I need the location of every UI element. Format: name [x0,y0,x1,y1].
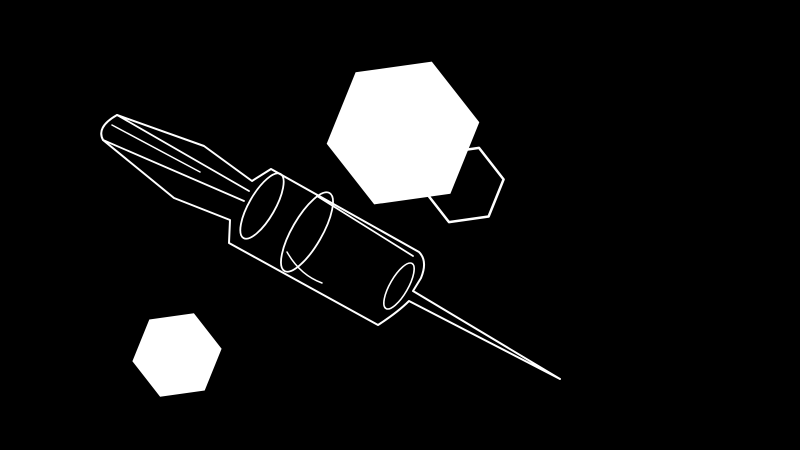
collet-ellipse [239,172,285,240]
blade-center-crease [111,124,201,173]
body-lower-detail-arc [286,251,323,284]
body-end-arc [383,262,415,310]
tool-silhouette [100,114,561,380]
hexagon-small-filled-bottom-left [132,313,222,397]
body-top-inner-line [316,195,414,257]
blade-facet-line-upper [116,114,250,192]
blade-facet-line-lower [102,139,245,202]
body-panel-ellipse [280,191,334,273]
hexagon-large-filled-top [326,61,480,205]
